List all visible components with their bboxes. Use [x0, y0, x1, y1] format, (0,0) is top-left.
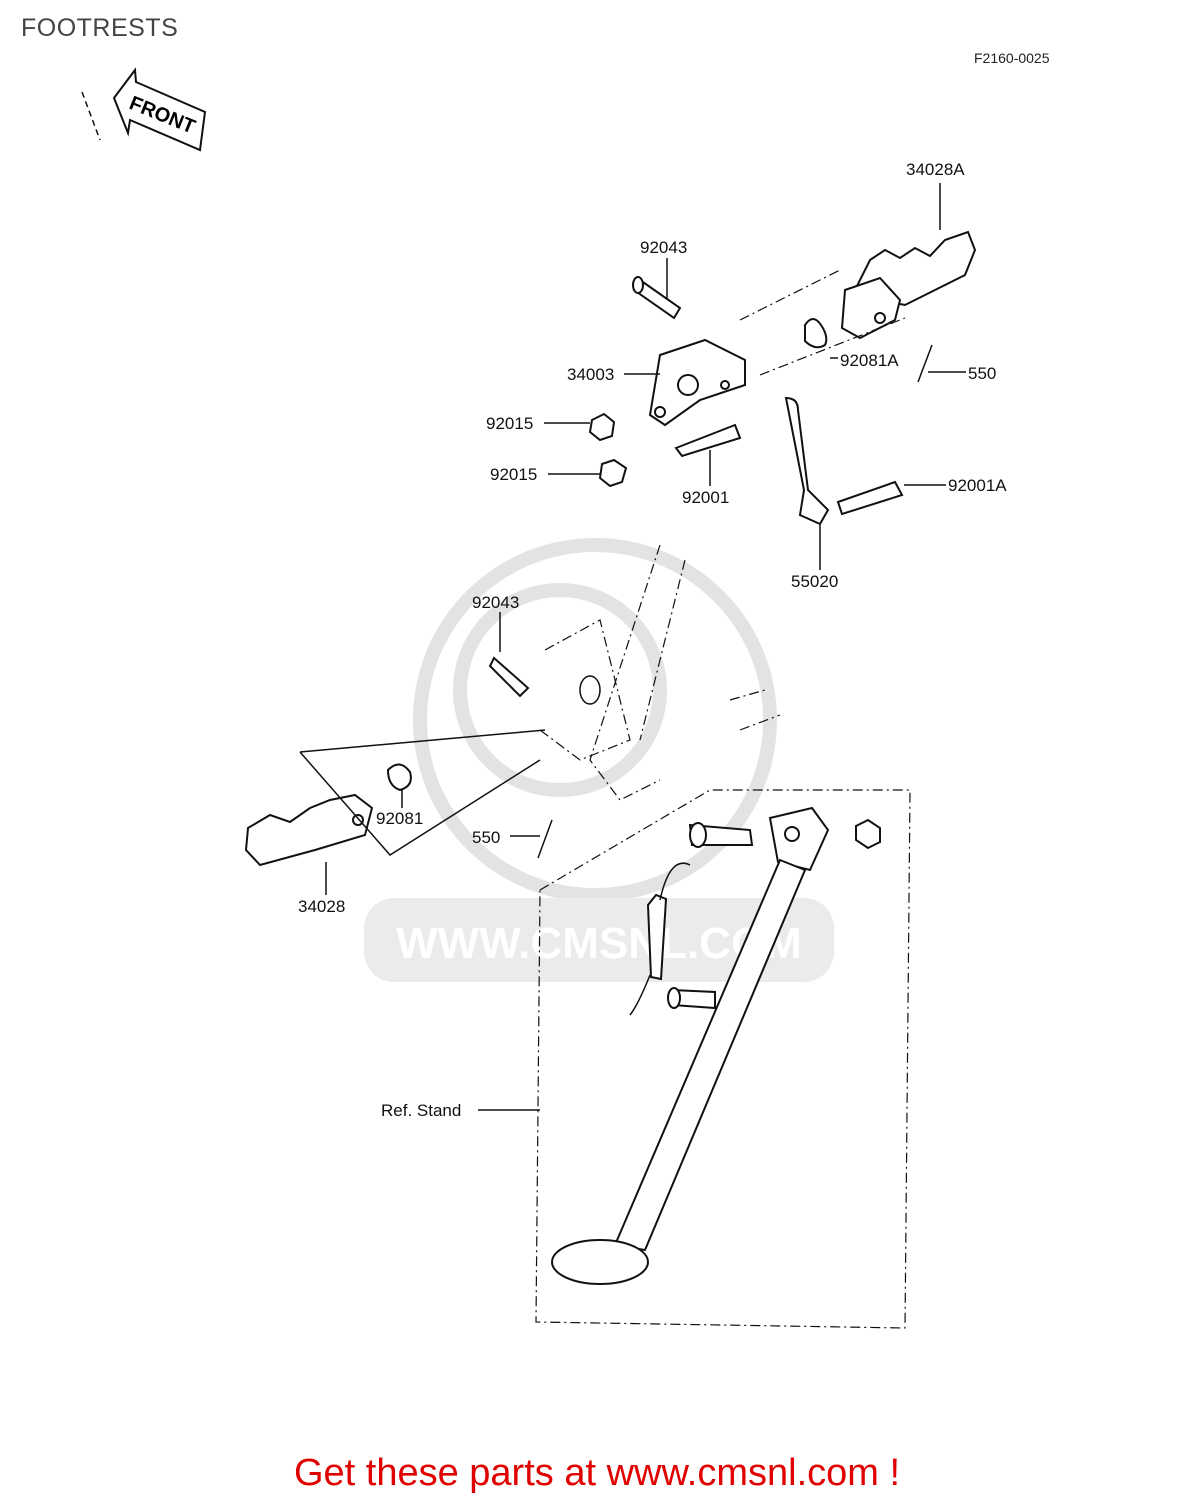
promo-link[interactable]: Get these parts at www.cmsnl.com ! — [293, 1452, 901, 1494]
stand-box — [535, 789, 911, 1329]
callout-92001[interactable]: 92001 — [682, 488, 729, 507]
bracket-34003 — [648, 338, 746, 427]
callout-550-mid[interactable]: 550 — [472, 828, 500, 847]
callout-92081[interactable]: 92081 — [376, 809, 423, 828]
bolt-92001 — [674, 423, 742, 458]
front-arrow-icon: FRONT — [81, 67, 207, 152]
cotter-pin-550-top — [917, 344, 933, 383]
diagram-code: F2160-0025 — [974, 50, 1050, 66]
callout-ref-stand: Ref. Stand — [381, 1101, 461, 1120]
watermark-text: WWW.CMSNL.COM — [396, 919, 802, 968]
nut-92015-b — [598, 458, 628, 488]
callout-92015-a[interactable]: 92015 — [486, 414, 533, 433]
callout-34028[interactable]: 34028 — [298, 897, 345, 916]
callout-34003[interactable]: 34003 — [567, 365, 614, 384]
callout-92043-top[interactable]: 92043 — [640, 238, 687, 257]
nut-92015-a — [588, 412, 616, 442]
footpeg-left — [244, 793, 374, 867]
callout-92015-b[interactable]: 92015 — [490, 465, 537, 484]
pin-92043-top — [632, 276, 682, 320]
bolt-92001A — [836, 480, 904, 516]
callout-92001A[interactable]: 92001A — [948, 476, 1007, 495]
callout-92043-mid[interactable]: 92043 — [472, 593, 519, 612]
callout-92081A[interactable]: 92081A — [840, 351, 899, 370]
spring-92081 — [386, 763, 412, 792]
side-stand — [551, 806, 881, 1285]
pedal-55020 — [784, 396, 830, 526]
page-title: FOOTRESTS — [21, 14, 179, 42]
frame-outline — [539, 544, 781, 801]
leader-lines — [299, 183, 966, 1111]
pin-92043-mid — [488, 656, 530, 698]
callout-34028A[interactable]: 34028A — [906, 160, 965, 179]
callout-550-top[interactable]: 550 — [968, 364, 996, 383]
callout-55020[interactable]: 55020 — [791, 572, 838, 591]
cotter-pin-550-mid — [537, 819, 553, 859]
footpeg-right — [840, 230, 977, 340]
watermark-logo: WWW.CMSNL.COM — [364, 538, 834, 982]
spring-92081A — [804, 318, 828, 349]
